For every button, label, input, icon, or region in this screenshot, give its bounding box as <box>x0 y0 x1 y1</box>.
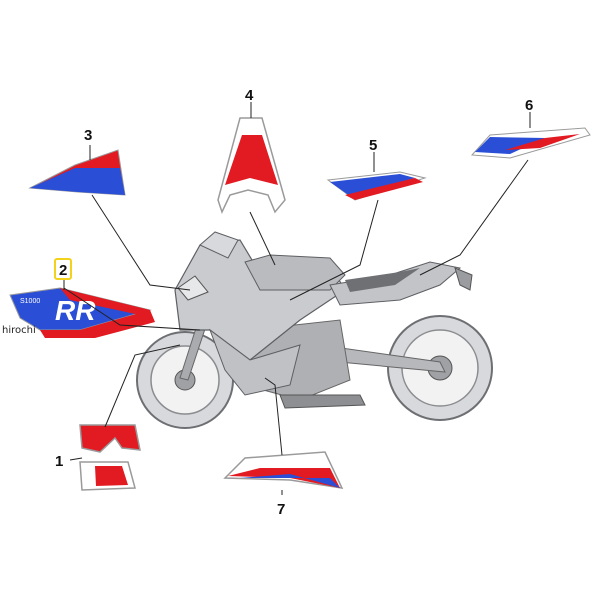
decal-small-text: S1000 <box>20 298 40 305</box>
part-7-decal[interactable] <box>223 451 344 489</box>
callout-2-highlight <box>54 258 72 280</box>
callout-2: 2 <box>59 262 67 279</box>
callout-3: 3 <box>84 127 92 144</box>
part-1-decals[interactable] <box>79 424 141 491</box>
callout-4: 4 <box>245 87 254 104</box>
motorcycle-illustration <box>136 231 493 429</box>
part-3-decal[interactable] <box>28 149 126 196</box>
callout-1: 1 <box>55 453 63 470</box>
part-5-decal[interactable] <box>326 171 427 201</box>
callouts: 1 2 3 4 5 6 7 <box>54 87 533 518</box>
callout-7: 7 <box>277 501 285 518</box>
decal-rr-text: RR <box>55 295 96 326</box>
callout-6: 6 <box>525 97 533 114</box>
leader-lines <box>63 102 531 495</box>
part-4-decal[interactable] <box>217 117 286 215</box>
part-2-side-decal[interactable]: RR S1000 <box>9 287 155 338</box>
callout-5: 5 <box>369 137 377 154</box>
part-6-decal[interactable] <box>470 127 591 159</box>
watermark-text: hirochi <box>2 325 36 336</box>
